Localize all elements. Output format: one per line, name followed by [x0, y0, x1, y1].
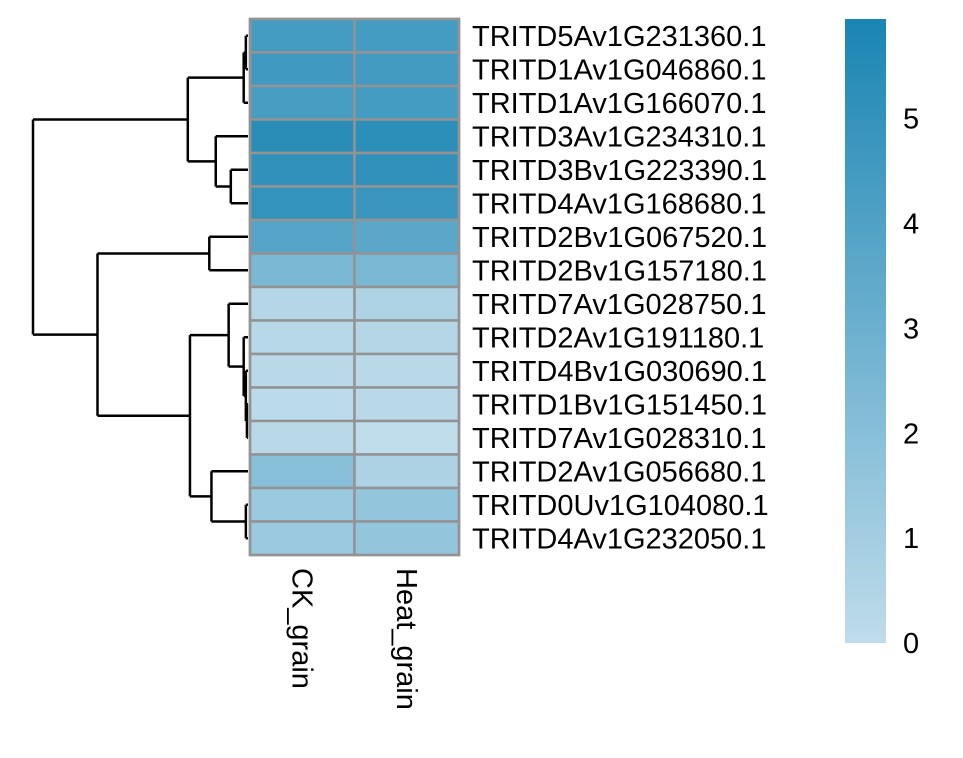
colorbar-tick-label: 3	[903, 313, 919, 345]
heatmap-cell	[353, 453, 461, 490]
row-label: TRITD2Av1G191180.1	[472, 322, 764, 354]
colorbar-tick-label: 1	[903, 523, 919, 555]
heatmap-cell	[353, 285, 461, 322]
heatmap-cell	[248, 185, 356, 222]
row-label: TRITD5Av1G231360.1	[472, 21, 766, 53]
column-label: Heat_grain	[390, 568, 422, 710]
row-label: TRITD2Bv1G067520.1	[472, 222, 767, 254]
heatmap-cell	[248, 51, 356, 88]
row-label: TRITD1Av1G046860.1	[472, 54, 766, 86]
colorbar	[845, 19, 886, 643]
heatmap-cell	[248, 419, 356, 456]
row-label: TRITD4Av1G232050.1	[472, 523, 766, 555]
row-labels: TRITD5Av1G231360.1TRITD1Av1G046860.1TRIT…	[472, 21, 769, 556]
row-label: TRITD3Bv1G223390.1	[472, 155, 767, 187]
heatmap-cell	[353, 118, 461, 155]
colorbar-tick-label: 5	[903, 104, 919, 136]
colorbar-tick-label: 0	[903, 628, 919, 660]
heatmap-cell	[248, 118, 356, 155]
heatmap-cells	[248, 17, 461, 557]
heatmap-cell	[353, 84, 461, 121]
row-label: TRITD3Av1G234310.1	[472, 121, 766, 153]
heatmap-cell	[248, 252, 356, 289]
column-labels: CK_grain Heat_grain	[285, 568, 422, 710]
heatmap-cell	[353, 486, 461, 523]
heatmap-cell	[248, 285, 356, 322]
colorbar-tick-label: 2	[903, 418, 919, 450]
heatmap-cell	[248, 486, 356, 523]
row-label: TRITD2Bv1G157180.1	[472, 255, 767, 287]
heatmap-cell	[353, 386, 461, 423]
heatmap-cell	[353, 520, 461, 557]
heatmap-border	[248, 17, 461, 557]
heatmap-cell	[248, 151, 356, 188]
heatmap-cell	[248, 17, 356, 54]
column-label: CK_grain	[285, 568, 317, 689]
heatmap-cell	[353, 151, 461, 188]
heatmap-cell	[353, 252, 461, 289]
row-dendrogram	[31, 34, 249, 540]
row-label: TRITD1Av1G166070.1	[472, 88, 766, 120]
heatmap-cell	[353, 419, 461, 456]
heatmap-cell	[248, 386, 356, 423]
row-label: TRITD4Bv1G030690.1	[472, 356, 767, 388]
row-label: TRITD7Av1G028750.1	[472, 289, 766, 321]
heatmap-cell	[248, 453, 356, 490]
heatmap-cell	[353, 17, 461, 54]
row-label: TRITD7Av1G028310.1	[472, 423, 766, 455]
heatmap-cell	[353, 218, 461, 255]
heatmap-cell	[248, 352, 356, 389]
heatmap-cell	[248, 84, 356, 121]
row-label: TRITD4Av1G168680.1	[472, 188, 766, 220]
row-label: TRITD1Bv1G151450.1	[472, 389, 767, 421]
heatmap-cell	[248, 520, 356, 557]
heatmap-cell	[248, 218, 356, 255]
colorbar-tick-labels: 0 1 2 3 4 5	[903, 104, 919, 660]
heatmap-cell	[353, 352, 461, 389]
row-label: TRITD2Av1G056680.1	[472, 456, 766, 488]
colorbar-tick-label: 4	[903, 209, 919, 241]
heatmap-cell	[353, 51, 461, 88]
heatmap-cell	[248, 319, 356, 356]
row-label: TRITD0Uv1G104080.1	[472, 490, 769, 522]
heatmap-cell	[353, 185, 461, 222]
heatmap-cell	[353, 319, 461, 356]
